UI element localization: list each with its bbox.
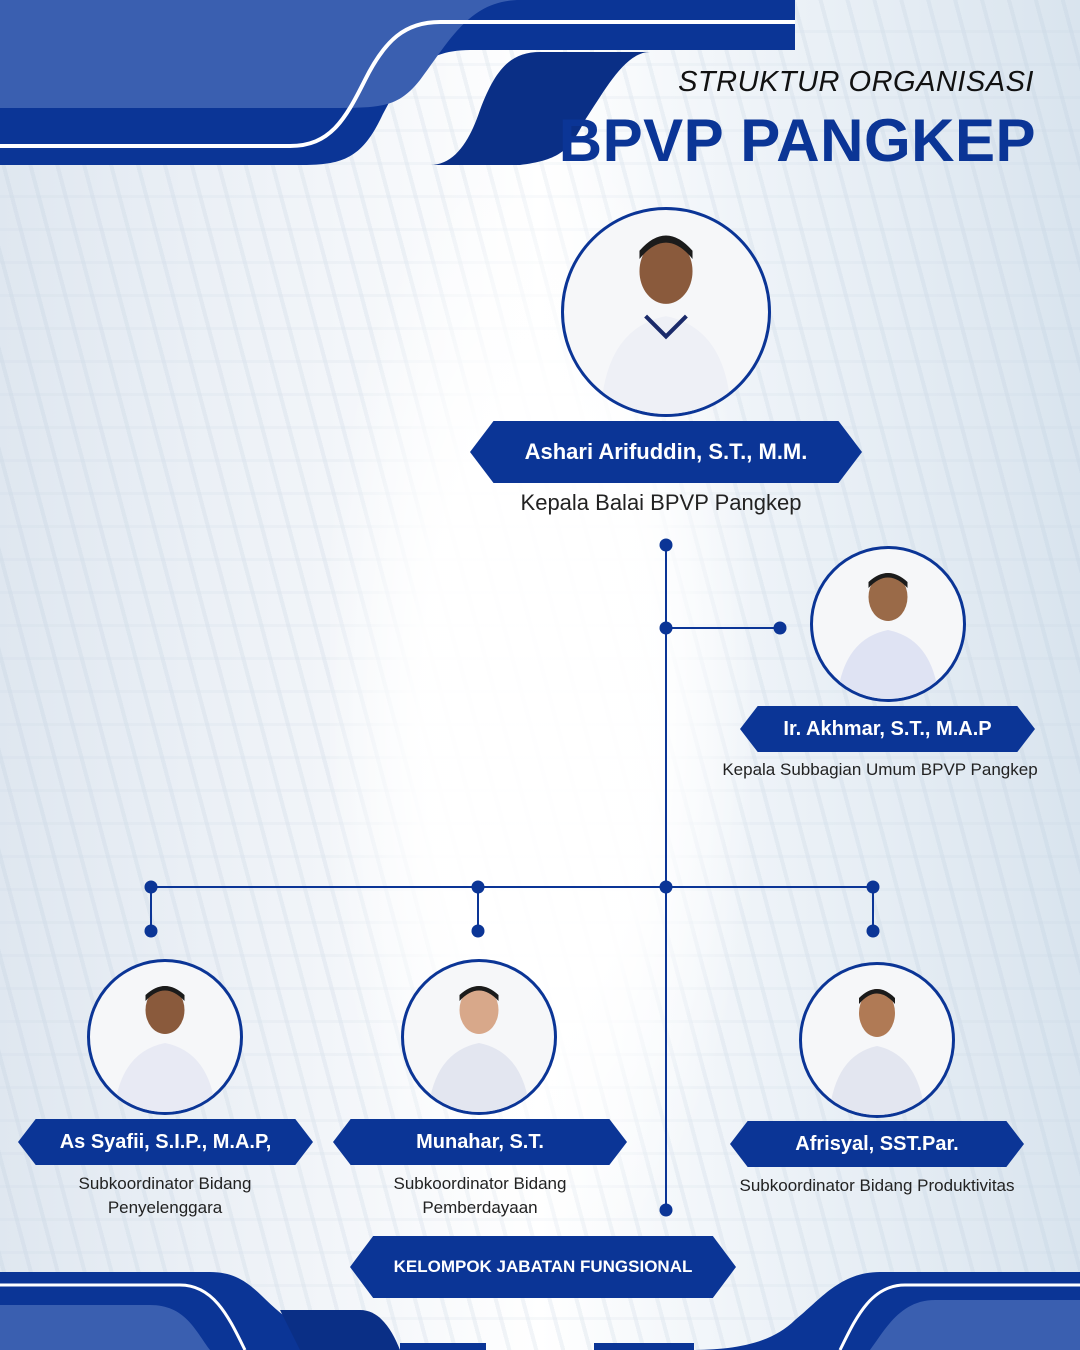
role-line: Subkoordinator Bidang [78,1174,252,1193]
subbag-role: Kepala Subbagian Umum BPVP Pangkep [722,760,1038,779]
head-role: Kepala Balai BPVP Pangkep [520,490,802,515]
role-line: Subkoordinator Bidang [393,1174,567,1193]
subkoordinator-name-banner: Munahar, S.T. [333,1119,627,1165]
head-photo [561,207,771,417]
connector-dot [471,880,485,894]
connector-middle [477,887,479,931]
connector-dot [866,924,880,938]
subkoordinator-role: Subkoordinator Bidang Penyelenggara [15,1172,315,1220]
connector-subbag [666,627,780,629]
connector-dot [659,880,673,894]
header-title: BPVP PANGKEP [558,107,1036,174]
functional-group-banner: KELOMPOK JABATAN FUNGSIONAL [350,1236,736,1298]
subkoordinator-role: Subkoordinator Bidang Produktivitas [690,1174,1064,1198]
connector-horizontal [151,886,873,888]
subkoordinator-name-banner: Afrisyal, SST.Par. [730,1121,1024,1167]
connector-right [872,887,874,931]
subkoordinator-name-banner: As Syafii, S.I.P., M.A.P, [18,1119,313,1165]
subbag-photo [810,546,966,702]
head-name-banner: Ashari Arifuddin, S.T., M.M. [470,421,862,483]
role-line: Penyelenggara [107,1198,223,1217]
connector-dot [659,538,673,552]
connector-dot [471,924,485,938]
connector-dot [144,880,158,894]
connector-main-vertical [665,545,667,1210]
connector-left [150,887,152,931]
subkoordinator-photo [87,959,243,1115]
connector-dot [144,924,158,938]
connector-dot [866,880,880,894]
connector-dot [773,621,787,635]
subkoordinator-photo [799,962,955,1118]
role-line: Subkoordinator Bidang Produktivitas [739,1176,1015,1195]
connector-dot [659,1203,673,1217]
header-subtitle: STRUKTUR ORGANISASI [678,66,1034,98]
subbag-name-banner: Ir. Akhmar, S.T., M.A.P [740,706,1035,752]
role-line: Pemberdayaan [422,1198,538,1217]
connector-dot [659,621,673,635]
subkoordinator-role: Subkoordinator Bidang Pemberdayaan [330,1172,630,1220]
subkoordinator-photo [401,959,557,1115]
